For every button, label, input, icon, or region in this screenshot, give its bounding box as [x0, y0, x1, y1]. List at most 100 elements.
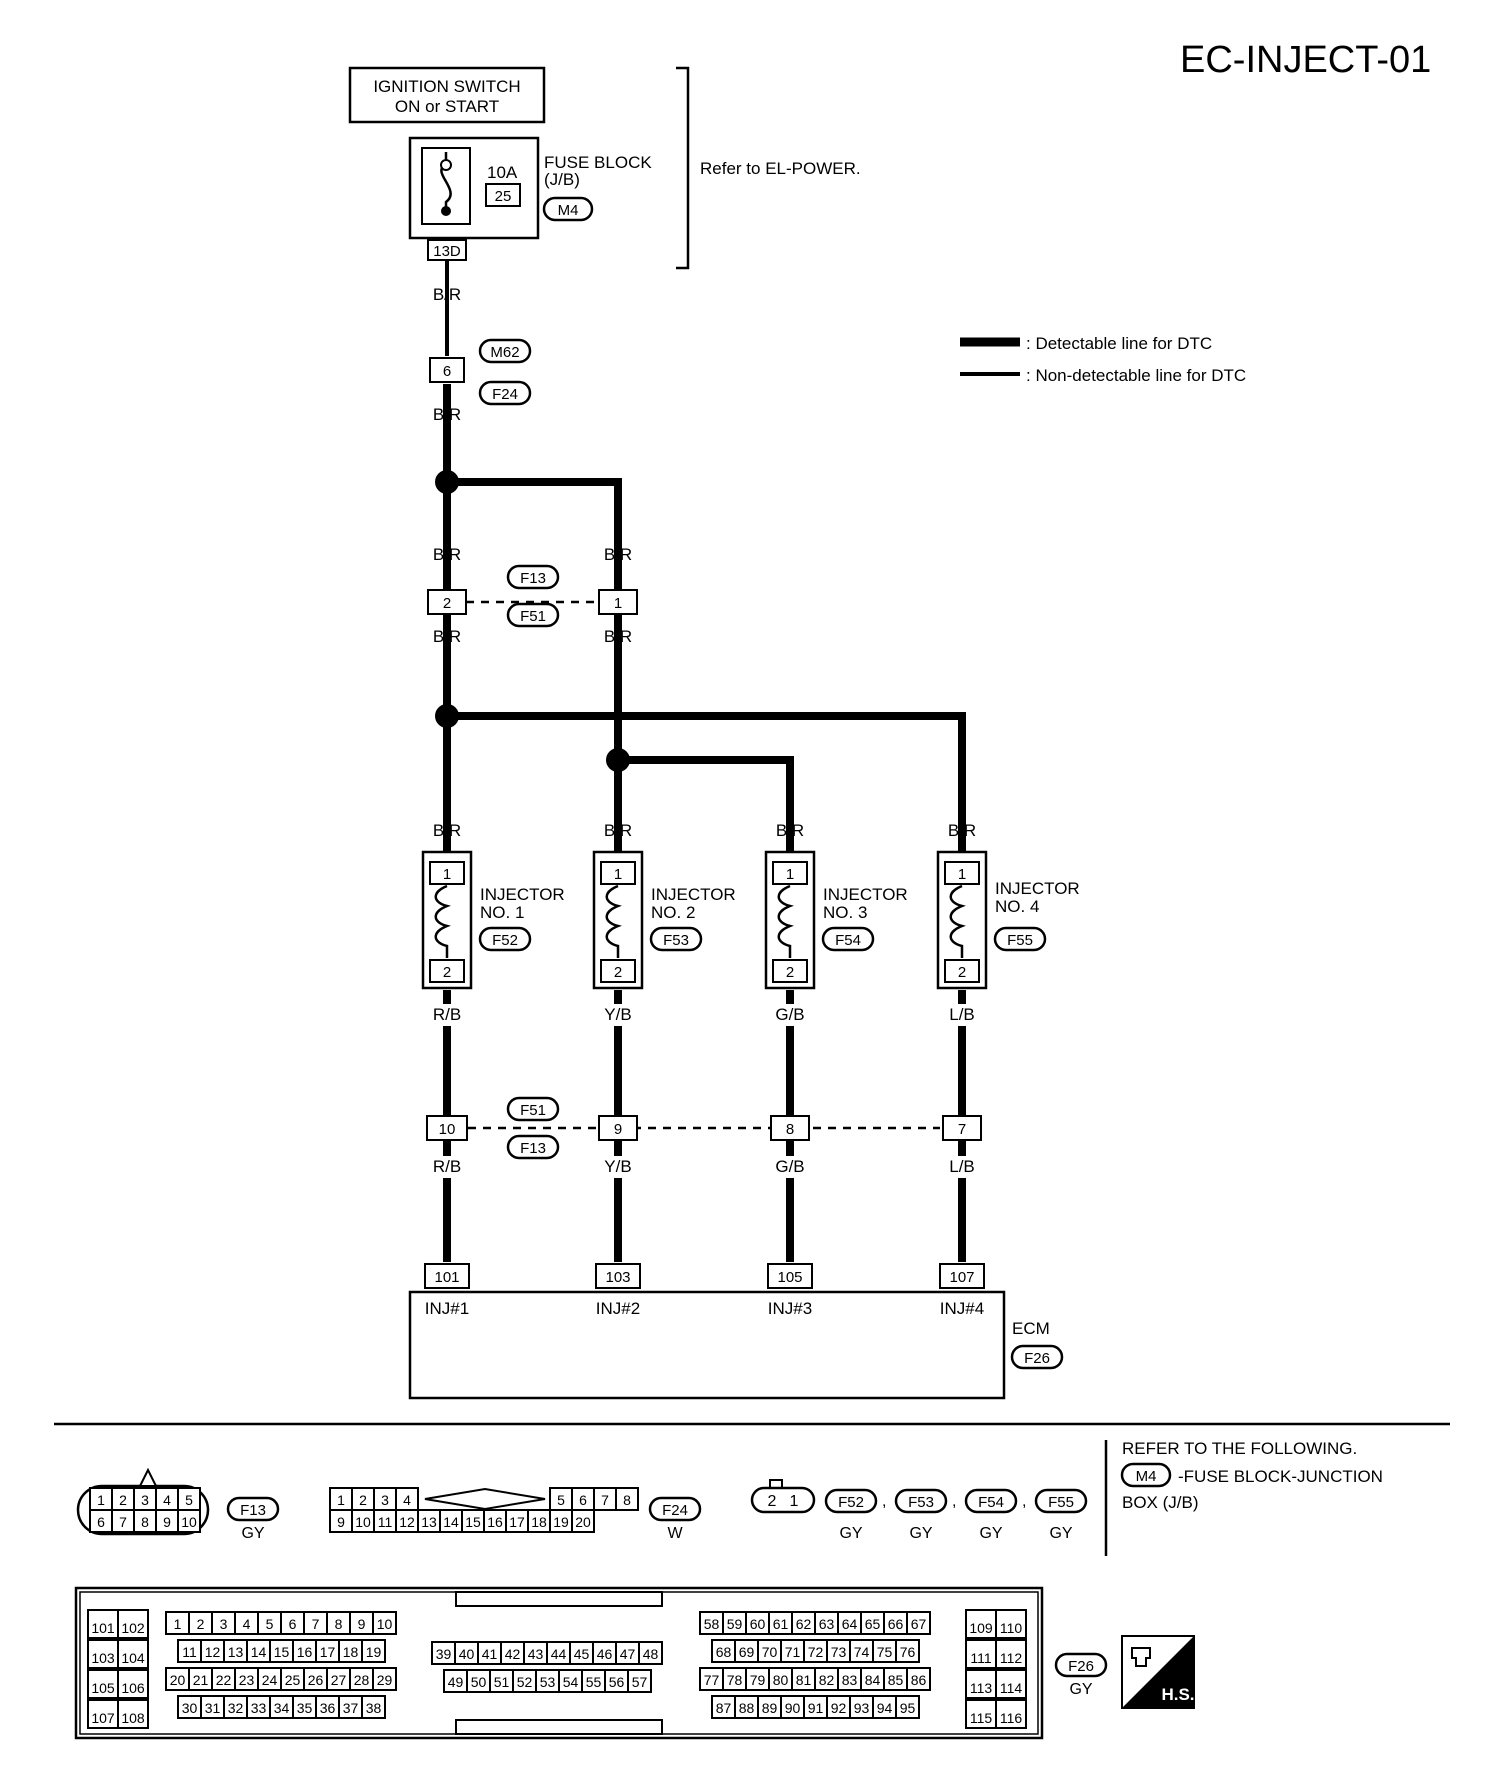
- injector-1-name-line1: INJECTOR: [480, 885, 565, 904]
- f26-pin: 18: [343, 1644, 359, 1660]
- f24-id-badge: [648, 1496, 702, 1522]
- fuse-frame: [421, 147, 471, 225]
- ignition-switch-label-line1: IGNITION SWITCH: [373, 77, 520, 96]
- coil-icon: [434, 884, 451, 958]
- fuse-block-label-line1: FUSE BLOCK: [544, 153, 652, 172]
- f26-pin: 93: [854, 1700, 870, 1716]
- ecm-name: ECM: [1012, 1319, 1050, 1338]
- f26-pin: 71: [785, 1644, 801, 1660]
- inj-conn-id: F53: [908, 1494, 934, 1511]
- f26-pin: 28: [354, 1672, 370, 1688]
- f26-pin-cell: [117, 1609, 149, 1639]
- inj-conn-color: GY: [909, 1525, 932, 1542]
- joint3-pin-3: 8: [786, 1121, 794, 1138]
- f26-pin-cell: [895, 1695, 920, 1719]
- f24-pin: 16: [487, 1514, 503, 1530]
- refer-heading: REFER TO THE FOLLOWING.: [1122, 1439, 1357, 1458]
- label-mask: [942, 1004, 982, 1026]
- f26-pin: 107: [91, 1710, 115, 1726]
- refer-m4-label: M4: [1136, 1468, 1157, 1485]
- f26-pin: 65: [865, 1616, 881, 1632]
- separator-comma: ,: [882, 1493, 886, 1510]
- f26-pin: 75: [877, 1644, 893, 1660]
- f26-pin: 2: [197, 1616, 205, 1632]
- f26-pin: 108: [121, 1710, 145, 1726]
- f26-pin-cell: [895, 1639, 920, 1663]
- ecm-label-inj4: INJ#4: [940, 1299, 984, 1318]
- inj-conn-id: F54: [978, 1494, 1004, 1511]
- fuse-terminal-top: [440, 159, 452, 171]
- f26-pin: 83: [842, 1672, 858, 1688]
- f26-pin: 78: [727, 1672, 743, 1688]
- f26-pin: 29: [377, 1672, 393, 1688]
- connector-f51-badge-2: [506, 1096, 560, 1122]
- injector-3-pin-top: 1: [786, 866, 794, 883]
- injector-2-pin-bottom-box: [600, 959, 636, 983]
- injector-4-connector: F55: [1007, 932, 1033, 949]
- inj-conn-id-badge: [964, 1488, 1018, 1514]
- inj-conn-id-badge: [1034, 1488, 1088, 1514]
- f26-pin: 49: [448, 1674, 464, 1690]
- f26-pin: 38: [366, 1700, 382, 1716]
- injector-1-pin-top-box: [429, 861, 465, 885]
- f13-color: GY: [241, 1525, 264, 1542]
- injector-3-connector: F54: [835, 932, 861, 949]
- f26-pin: 79: [750, 1672, 766, 1688]
- wire-color-label: B/R: [776, 821, 804, 840]
- f26-pin: 61: [773, 1616, 789, 1632]
- f26-pin-cell: [995, 1609, 1027, 1639]
- label-mask: [770, 1156, 810, 1178]
- connector-m62-badge: [478, 338, 532, 364]
- coil-icon: [777, 884, 794, 958]
- label-mask: [598, 1004, 638, 1026]
- f26-pin: 17: [320, 1644, 336, 1660]
- f26-pin: 80: [773, 1672, 789, 1688]
- wire-color-label: B/R: [433, 821, 461, 840]
- f26-pin: 5: [266, 1616, 274, 1632]
- f26-pin-cell: [906, 1667, 931, 1691]
- f26-pin: 52: [517, 1674, 533, 1690]
- wire-br-branch-right: [447, 478, 622, 590]
- f26-pin-cell: [995, 1699, 1027, 1729]
- f26-pin: 12: [205, 1644, 221, 1660]
- f24-pin: 6: [579, 1492, 587, 1508]
- f26-pin: 1: [174, 1616, 182, 1632]
- f26-pin: 46: [597, 1646, 613, 1662]
- joint3-pin-box-3: [770, 1115, 810, 1141]
- injector-4: B/R 1 2 INJECTOR NO. 4 F55: [936, 821, 1080, 990]
- wire-color-inj2: Y/B: [604, 1005, 631, 1024]
- injector-1: B/R 1 2 INJECTOR NO. 1 F52: [421, 821, 565, 990]
- f24-pin-cell: [615, 1487, 639, 1511]
- f24-color: W: [667, 1525, 683, 1542]
- f26-pin: 102: [121, 1620, 145, 1636]
- injector-1-connector: F52: [492, 932, 518, 949]
- ecm-pin-box-105: [767, 1263, 813, 1289]
- fuse-number-box: [485, 183, 521, 207]
- f26-id: F26: [1068, 1658, 1094, 1675]
- f26-pin-cell: [117, 1639, 149, 1669]
- f26-pin: 4: [243, 1616, 251, 1632]
- f26-pin: 72: [808, 1644, 824, 1660]
- wire-br-inj4-feed: [447, 712, 966, 852]
- f26-pin-cell: [627, 1669, 652, 1693]
- f26-pin: 58: [704, 1616, 720, 1632]
- f26-pin: 34: [274, 1700, 290, 1716]
- f26-pin: 55: [586, 1674, 602, 1690]
- wire-color-label: B/R: [433, 285, 461, 304]
- injector-2-name-line2: NO. 2: [651, 903, 695, 922]
- f24-pin: 2: [359, 1492, 367, 1508]
- f26-pin: 35: [297, 1700, 313, 1716]
- legend-non-detectable: : Non-detectable line for DTC: [1026, 366, 1246, 385]
- joint2-right-pin-box: [598, 589, 638, 615]
- joint3-pin-box-1: [426, 1115, 468, 1141]
- f26-pin: 31: [205, 1700, 221, 1716]
- injector-3-connector-badge: [821, 926, 875, 952]
- injector-2: B/R 1 2 INJECTOR NO. 2 F53: [592, 821, 736, 990]
- f24-pin: 3: [381, 1492, 389, 1508]
- label-mask: [942, 1156, 982, 1178]
- f26-pin-cell: [87, 1639, 119, 1669]
- ecm-pin-box-107: [939, 1263, 985, 1289]
- f13-pin: 8: [141, 1514, 149, 1530]
- f26-pin: 67: [911, 1616, 927, 1632]
- f24-pin: 9: [337, 1514, 345, 1530]
